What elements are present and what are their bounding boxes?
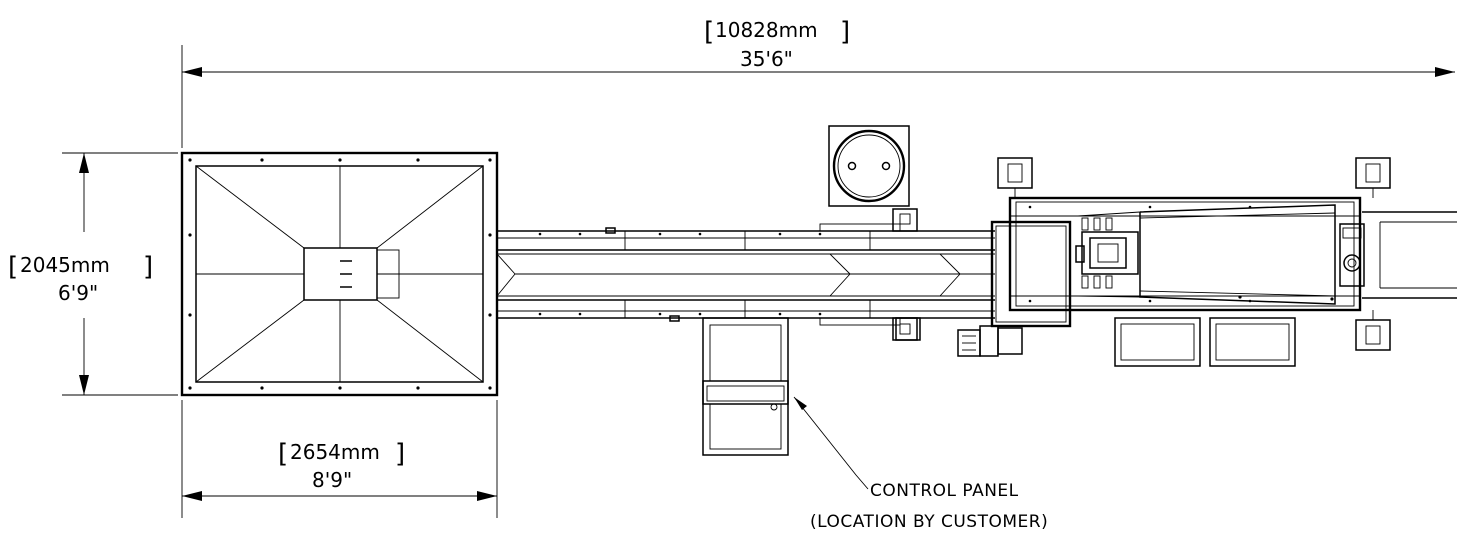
hopper-height-metric: 2045mm (20, 253, 110, 277)
exit-conveyor (1362, 211, 1457, 299)
control-panel-label: CONTROL PANEL (870, 481, 1019, 501)
gear-motor-lower (957, 325, 1023, 357)
bracket-right: ] (143, 252, 153, 282)
leg-bracket-top-left (997, 157, 1033, 198)
bracket-left: [ (704, 17, 714, 47)
leg-bracket-bottom-right (1355, 310, 1391, 351)
hopper-width-dimension: [ 2654mm ] 8'9" (181, 400, 498, 518)
hopper-height-dimension: [ 2045mm ] 6'9" (8, 152, 178, 396)
hopper (180, 151, 499, 397)
leg-brackets (895, 157, 1391, 351)
overall-length-dimension: [ 10828mm ] 35'6" (181, 17, 1455, 148)
hopper-bolts (188, 158, 492, 390)
hopper-height-imperial: 6'9" (58, 281, 98, 305)
overall-length-imperial: 35'6" (740, 47, 793, 71)
conveyor (496, 223, 995, 326)
round-hatch (828, 125, 910, 207)
conveyor-bolts (538, 232, 822, 316)
hopper-width-metric: 2654mm (290, 440, 380, 464)
main-frame (1008, 196, 1365, 312)
hopper-width-imperial: 8'9" (312, 468, 352, 492)
discharge-bins (1114, 317, 1296, 367)
control-panel-location-note: (LOCATION BY CUSTOMER) (810, 512, 1048, 532)
leg-bracket-top-right (1355, 157, 1391, 198)
control-panel (702, 317, 789, 456)
leg-bracket-bottom-left (895, 317, 921, 341)
bracket-left: [ (8, 252, 18, 282)
overall-length-metric: 10828mm (715, 18, 818, 42)
bracket-left: [ (278, 439, 288, 469)
control-panel-callout: CONTROL PANEL (LOCATION BY CUSTOMER) (793, 396, 1048, 532)
bracket-right: ] (395, 439, 405, 469)
bracket-right: ] (840, 17, 850, 47)
transfer-box (990, 220, 1072, 328)
